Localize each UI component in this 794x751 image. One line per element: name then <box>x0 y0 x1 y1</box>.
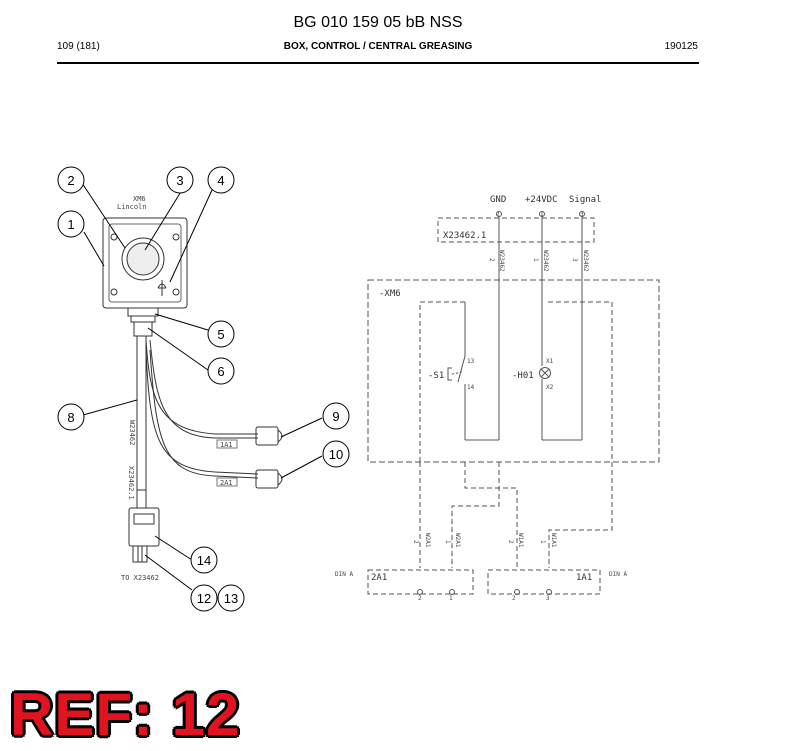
document-id: BG 010 159 05 bB NSS <box>293 14 463 31</box>
callout-circle <box>166 166 194 194</box>
screw-icon <box>172 288 180 296</box>
screw-icon <box>110 233 118 241</box>
callout-circle <box>57 166 85 194</box>
wire-label: W23462 <box>498 250 505 272</box>
wire-pin: 3 <box>571 258 578 262</box>
box-label-xm6: XM6 <box>133 195 146 203</box>
callout-circle <box>207 320 235 348</box>
callout-13: 13 <box>224 591 238 606</box>
callout-group <box>57 166 350 612</box>
lamp-label: -H01 <box>512 371 534 381</box>
connector-1a1-box <box>487 569 601 595</box>
leader-lines <box>79 179 323 591</box>
header-rule <box>57 62 699 64</box>
callout-circle <box>217 584 245 612</box>
document-date: 190125 <box>664 41 698 52</box>
wire-pin: 2 <box>488 258 495 262</box>
wire-label: W23462 <box>542 250 549 272</box>
lamp-symbol-icon <box>157 280 167 296</box>
conn-left-label: 2A1 <box>371 573 387 583</box>
lamp-pin: X2 <box>546 384 554 391</box>
connector-2a1 <box>255 469 279 489</box>
conn-right-label: 1A1 <box>576 573 592 583</box>
bottom-pin: 3 <box>546 595 550 602</box>
wire-label: W1A1 <box>517 533 524 548</box>
lamp-pin: X1 <box>546 358 554 365</box>
callout-circle <box>57 403 85 431</box>
wire-pin: 1 <box>539 540 546 544</box>
callout-10: 10 <box>329 447 343 462</box>
control-box-drawing <box>102 217 283 563</box>
callout-circle <box>190 584 218 612</box>
push-button-ring <box>121 237 165 281</box>
callout-circle <box>322 402 350 430</box>
callout-1: 1 <box>67 217 74 232</box>
cable-label-w23462: W23462 <box>128 420 136 445</box>
plug-label: TO X23462 <box>121 574 159 582</box>
callout-5: 5 <box>217 327 224 342</box>
pin-number: 1 <box>540 211 544 218</box>
callout-circle <box>322 440 350 468</box>
connector-2a1-box <box>367 569 474 595</box>
wire-pin: 2 <box>507 540 514 544</box>
switch-label: -S1 <box>428 371 444 381</box>
callout-3: 3 <box>176 173 183 188</box>
callout-12: 12 <box>197 591 211 606</box>
label-gnd: GND <box>490 195 506 205</box>
callout-2: 2 <box>67 173 74 188</box>
cable-gland-nut <box>130 315 156 323</box>
wire-label: W23462 <box>582 250 589 272</box>
callout-14: 14 <box>197 553 211 568</box>
cable-gland-body <box>133 321 153 337</box>
callout-circle <box>57 210 85 238</box>
tag-2a1: 2A1 <box>220 479 233 487</box>
tag-1a1: 1A1 <box>220 441 233 449</box>
page-number: 109 (181) <box>57 41 100 52</box>
control-box-inner <box>108 223 182 303</box>
box-label-lincoln: Lincoln <box>117 203 147 211</box>
screw-icon <box>172 233 180 241</box>
switch-pin: 14 <box>467 384 475 391</box>
din-left: DIN A <box>335 571 353 578</box>
connector-label: X23462.1 <box>443 231 486 241</box>
ref-label: REF: 12 <box>10 681 241 748</box>
callout-circle <box>207 166 235 194</box>
callout-9: 9 <box>332 409 339 424</box>
wire-label: W2A1 <box>454 533 461 548</box>
callout-circle <box>207 357 235 385</box>
label-24vdc: +24VDC <box>525 195 558 205</box>
callout-8: 8 <box>67 410 74 425</box>
wire-label: W2A1 <box>424 533 431 548</box>
bottom-pin: 1 <box>449 595 453 602</box>
pin-number: 3 <box>580 211 584 218</box>
module-box-xm6 <box>367 279 660 463</box>
switch-pin: 13 <box>467 358 475 365</box>
cable-label-x23462: X23462.1 <box>127 466 135 500</box>
label-signal: Signal <box>569 195 602 205</box>
bottom-pin: 2 <box>418 595 422 602</box>
wire-pin: 1 <box>532 258 539 262</box>
page-title: BOX, CONTROL / CENTRAL GREASING <box>283 41 473 52</box>
callout-circle <box>190 546 218 574</box>
callout-4: 4 <box>217 173 224 188</box>
pin-number: 2 <box>496 211 500 218</box>
wire-pin: 2 <box>412 540 419 544</box>
push-button-icon <box>126 242 160 276</box>
callout-6: 6 <box>217 364 224 379</box>
schematic-lines <box>367 211 660 595</box>
din-right: DIN A <box>609 571 627 578</box>
screw-icon <box>110 288 118 296</box>
connector-box <box>437 217 595 243</box>
bottom-pin: 2 <box>512 595 516 602</box>
connector-1a1 <box>255 426 279 446</box>
wire-label: W1A1 <box>550 533 557 548</box>
cable-gland <box>127 307 159 317</box>
module-label: -XM6 <box>379 289 401 299</box>
wire-pin: 1 <box>444 540 451 544</box>
